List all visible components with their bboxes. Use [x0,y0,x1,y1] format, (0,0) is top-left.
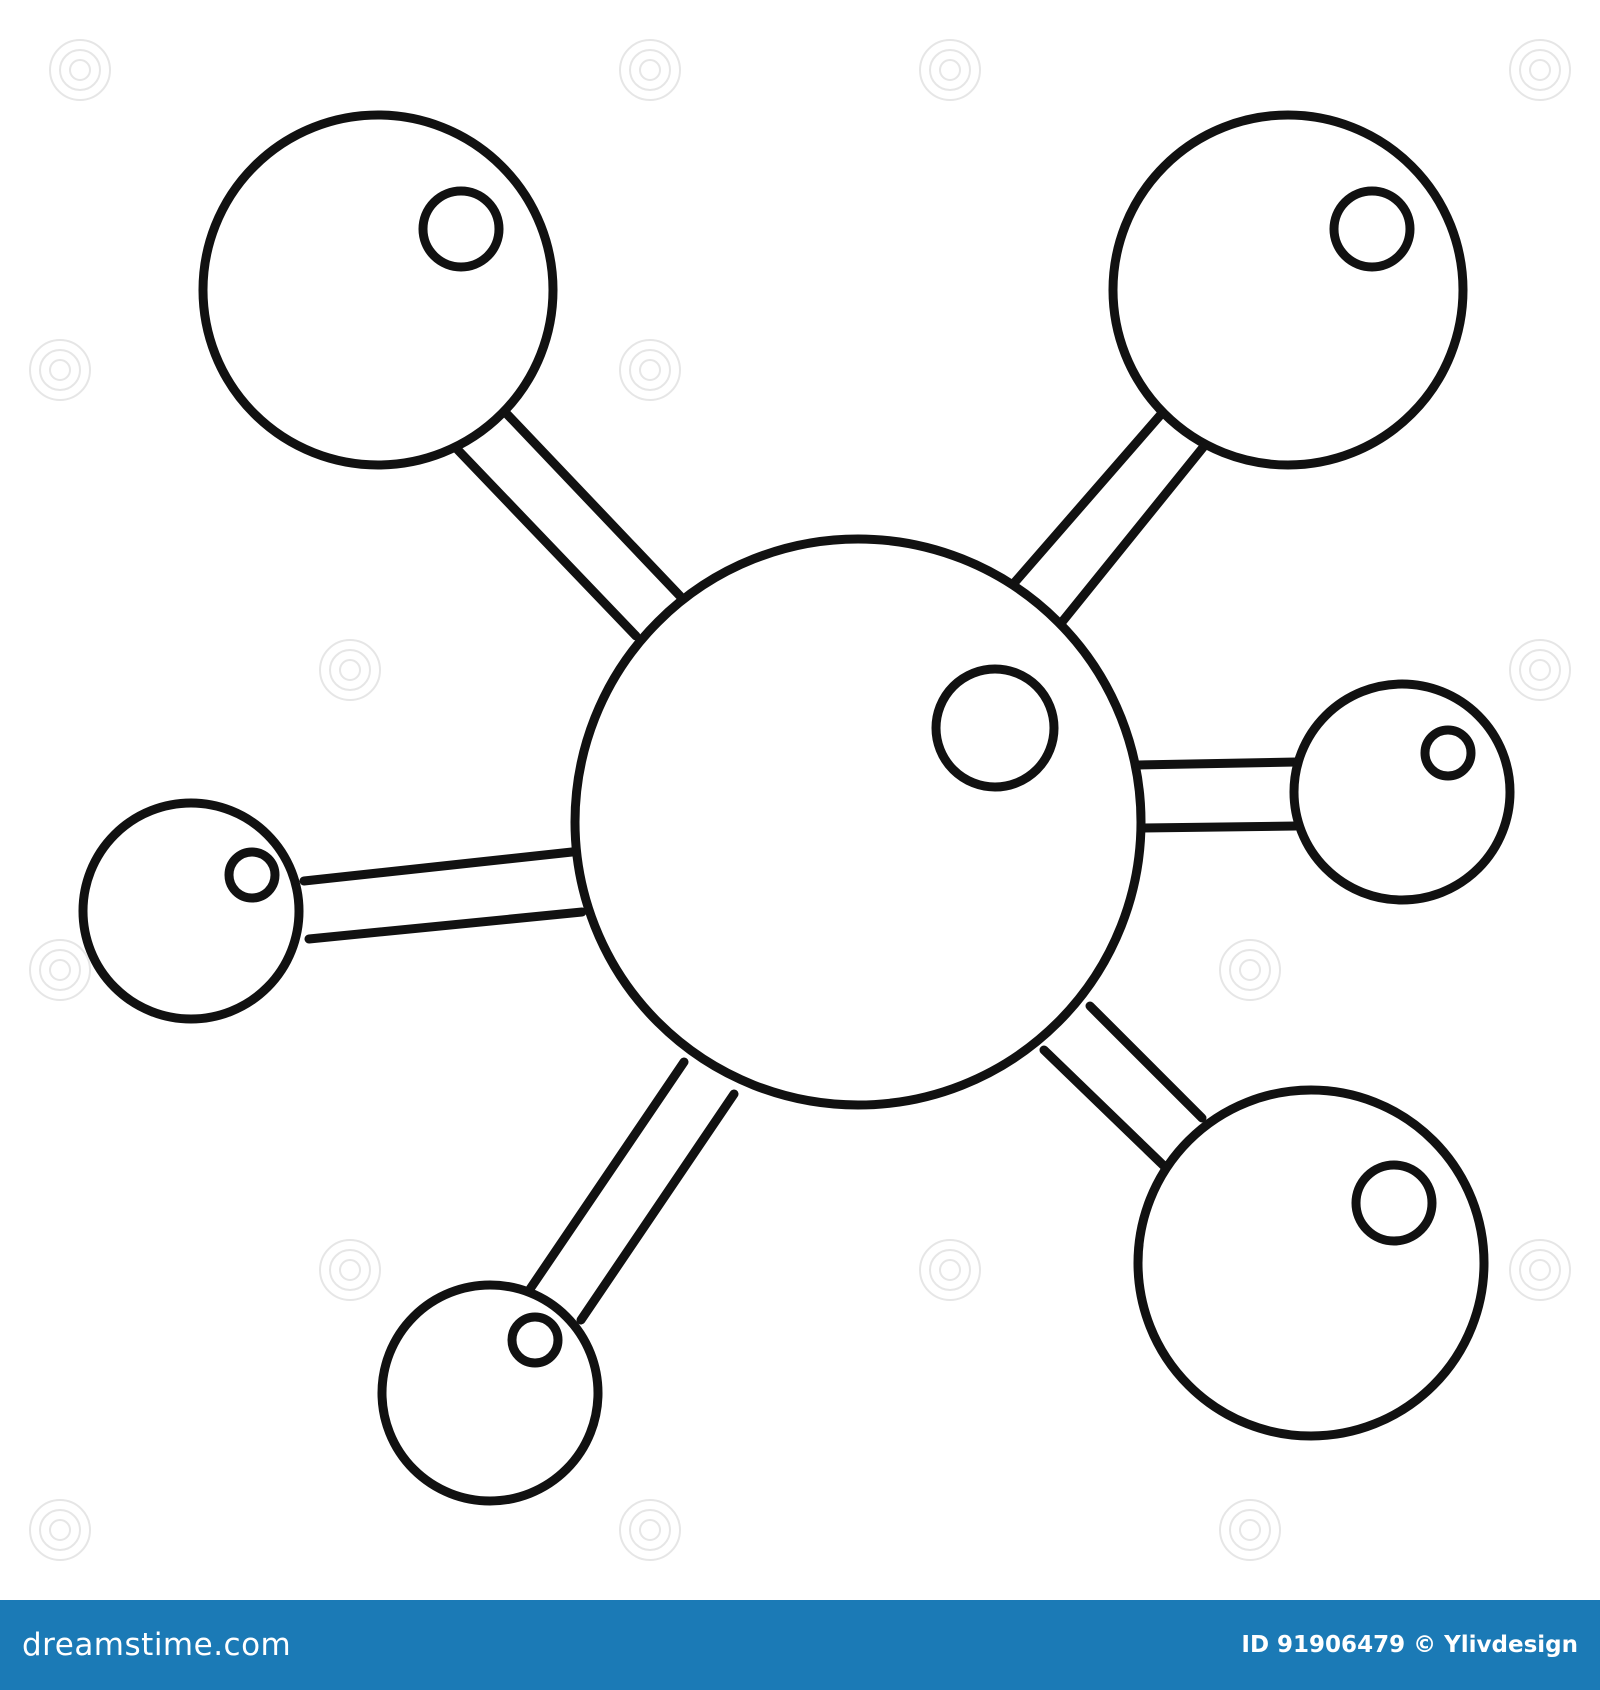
watermark-swirl-icon [619,339,681,401]
bond-bottom-left [523,1057,739,1325]
molecule-bonds [299,399,1301,1325]
watermark-swirl-icon [1219,939,1281,1001]
atom-right [1289,679,1515,905]
watermark-swirl-icon [619,39,681,101]
atom-top-left [198,110,558,470]
atom-top-right [1108,110,1468,470]
watermark-swirl-icon [29,339,91,401]
watermark-swirl-icon [319,639,381,701]
watermark-swirl-icon [619,1499,681,1561]
watermark-swirl-icon [919,39,981,101]
molecule-outline-icon [29,39,1571,1561]
atom-bottom-right [1133,1085,1489,1441]
molecule-atoms [78,110,1515,1506]
watermark-swirl-icon [1219,1499,1281,1561]
bond-bottom-right [1039,1001,1207,1171]
bond-top-right [1010,399,1210,627]
stock-credit-footer: dreamstime.com ID 91906479 © Ylivdesign [0,1600,1600,1690]
image-id: ID 91906479 [1241,1632,1406,1658]
watermark-swirl-icon [49,39,111,101]
author-name: Ylivdesign [1444,1632,1578,1658]
bond-right [1133,757,1301,833]
watermark-swirl-icon [1509,1239,1571,1301]
atom-bottom-left [377,1280,603,1506]
watermark-swirl-icon [29,1499,91,1561]
watermark-swirl-icon [1509,639,1571,701]
watermark-swirl-icon [319,1239,381,1301]
copyright-icon: © [1413,1632,1437,1658]
bond-left [299,847,587,944]
bond-top-left [451,407,685,641]
watermark-swirl-icon [1509,39,1571,101]
watermark-swirl-icon [919,1239,981,1301]
dreamstime-logo: dreamstime.com [22,1627,292,1663]
stock-image-canvas [29,39,1571,1561]
atom-left [78,798,304,1024]
image-credit: ID 91906479 © Ylivdesign [1241,1632,1578,1658]
atom-center [570,534,1146,1110]
watermark-swirl-icon [29,939,91,1001]
